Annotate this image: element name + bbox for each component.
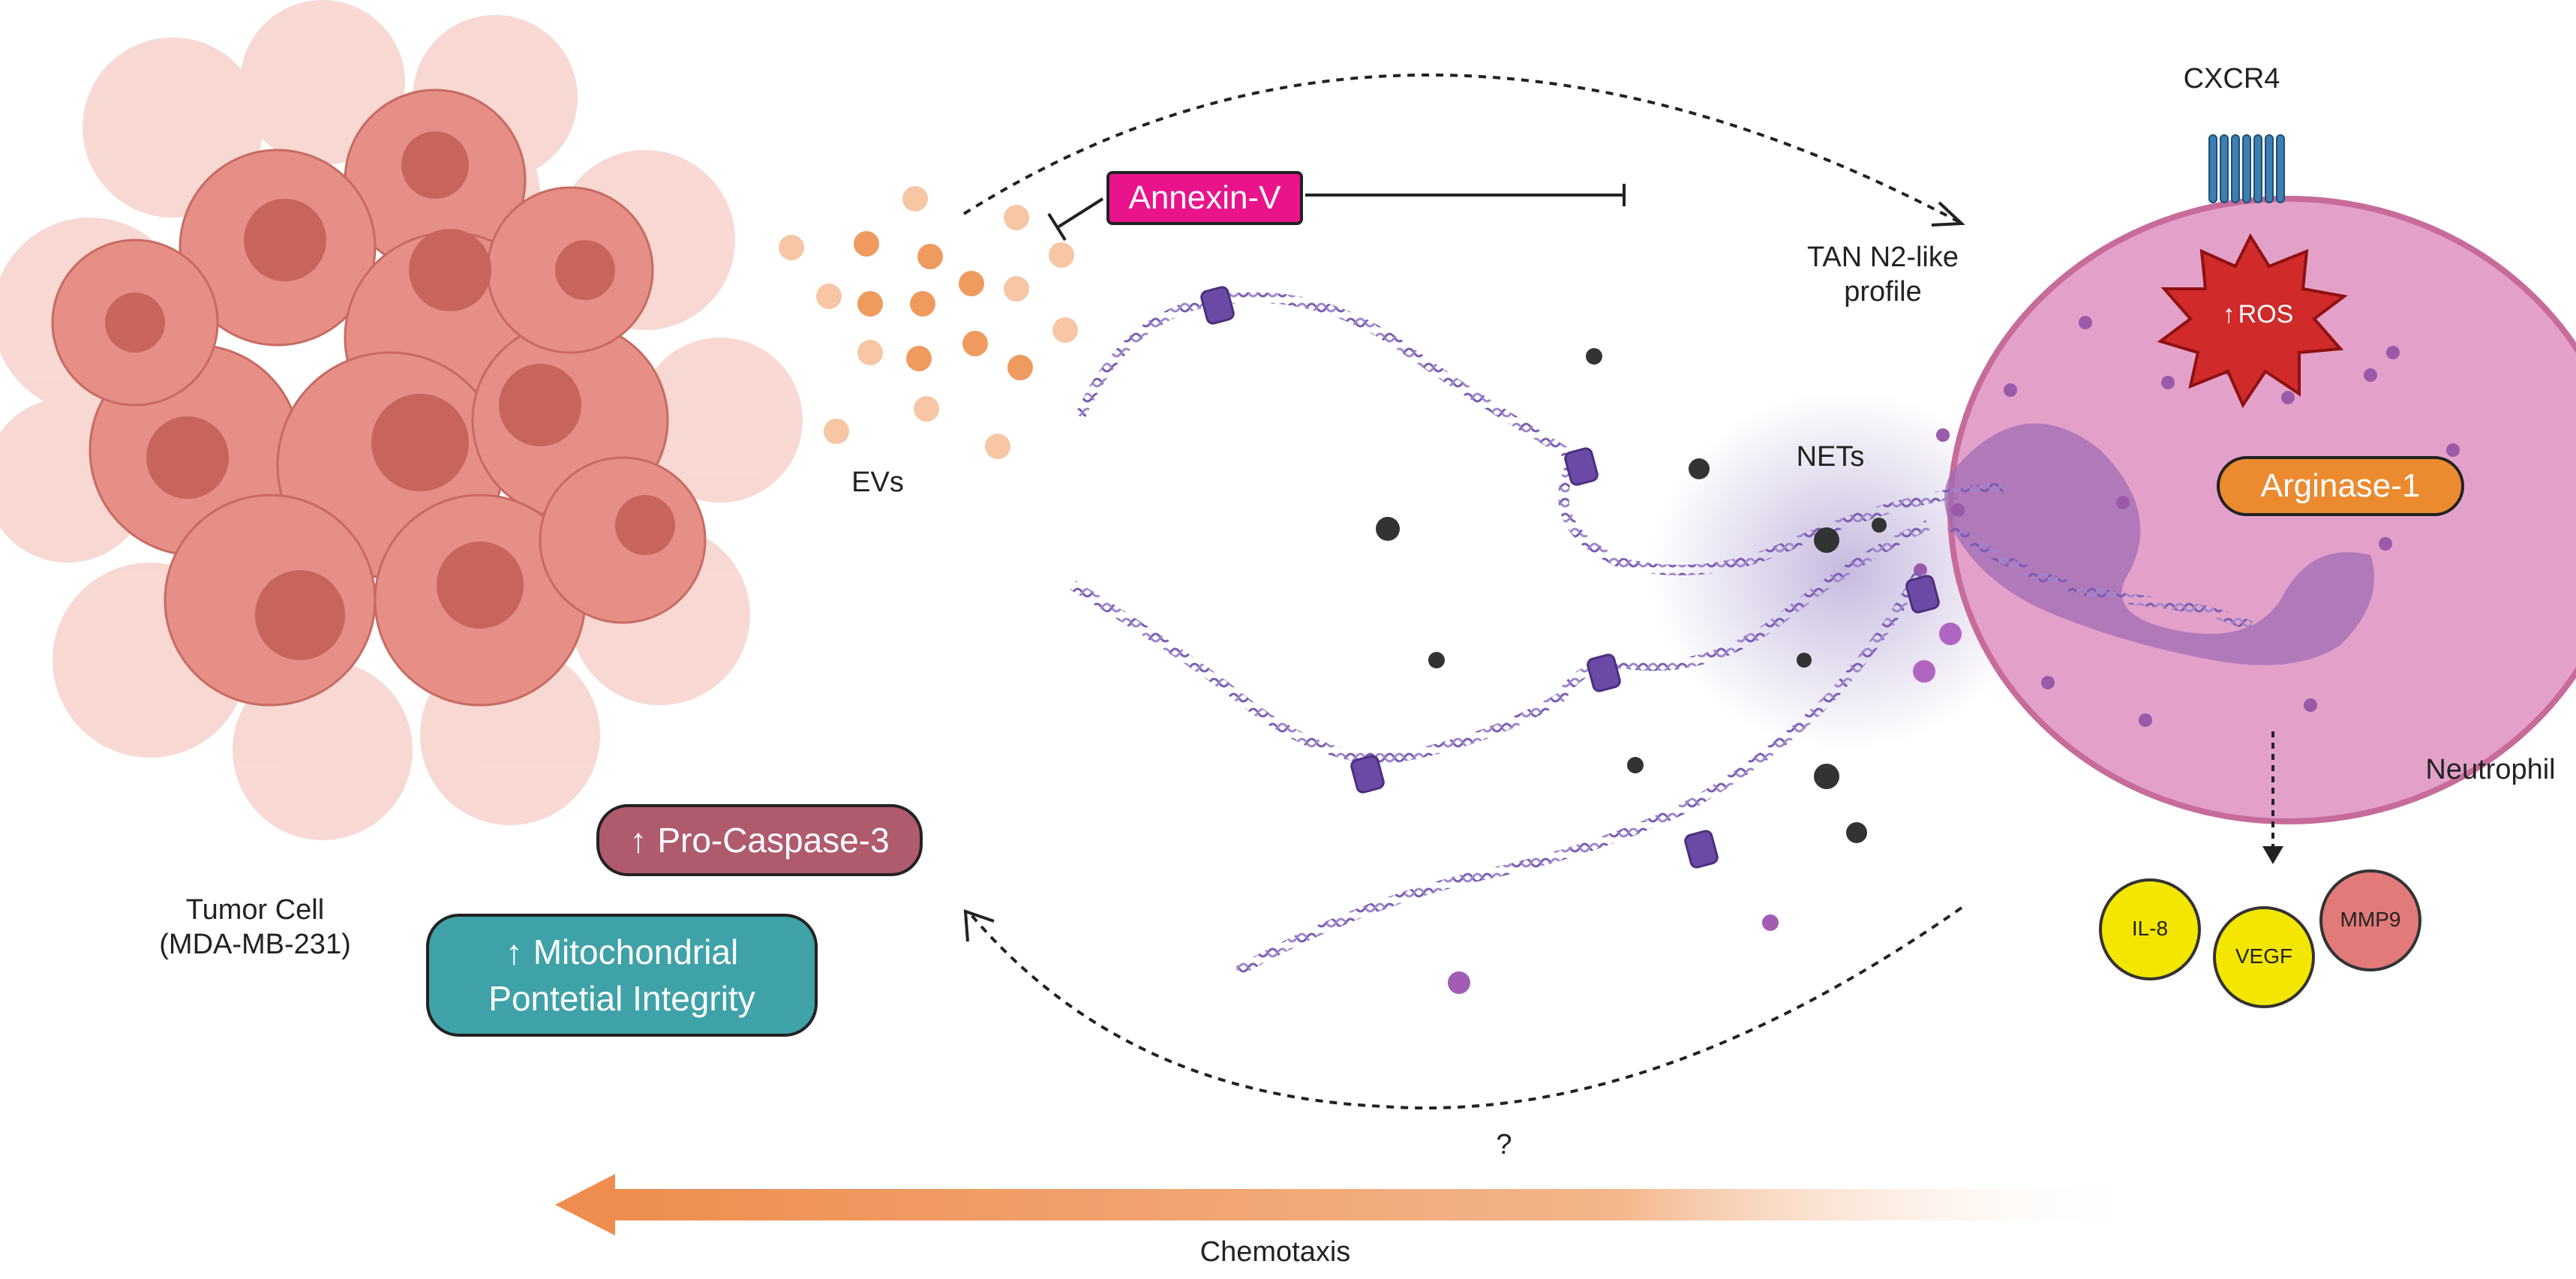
arginase-label: Arginase-1: [2260, 467, 2421, 504]
mmp9-circle: [2319, 869, 2421, 971]
chemotaxis-arrow-icon: [555, 1174, 615, 1235]
mitochondrial-badge: ↑ Mitochondrial Pontetial Integrity: [426, 914, 818, 1037]
dna-strand-4: [1947, 521, 2253, 632]
arginase-badge: Arginase-1: [2217, 456, 2464, 516]
pro-caspase-badge: ↑ Pro-Caspase-3: [596, 804, 923, 876]
tumor-cell-label-line2: (MDA-MB-231): [159, 929, 351, 960]
chemotaxis-label: Chemotaxis: [1199, 1236, 1351, 1268]
net-granules: [1448, 914, 1779, 994]
top-dashed-arrowhead: [1931, 201, 1965, 227]
pro-caspase-up-arrow: ↑: [629, 821, 647, 860]
annexin-v-badge: Annexin-V: [1106, 171, 1303, 225]
il8-label: IL-8: [2131, 917, 2169, 940]
bottom-dashed-arrow: [970, 906, 1963, 1109]
extracellular-vesicle-icon: [779, 186, 1078, 459]
mitochondrial-up-arrow: ↑: [505, 932, 523, 971]
nets-label: NETs: [1796, 441, 1865, 473]
cxcr4-receptor-icon: [2208, 134, 2285, 203]
ros-burst-icon: [2157, 233, 2348, 409]
ros-text: ROS: [2238, 300, 2294, 329]
evs-label: EVs: [851, 467, 904, 498]
tumor-cell-label-line1: Tumor Cell: [185, 894, 325, 926]
dna-strand-3: [1235, 567, 1926, 977]
mitochondrial-text-1: Mitochondrial: [533, 932, 739, 971]
nucleosomes: [1200, 286, 1940, 869]
mitochondrial-line1: ↑ Mitochondrial: [506, 929, 739, 975]
net-particles: [1376, 348, 1887, 843]
tan-profile-label: TAN N2-like profile: [1785, 240, 1980, 309]
mitochondrial-line2: Pontetial Integrity: [488, 979, 755, 1018]
pro-caspase-label: Pro-Caspase-3: [657, 821, 890, 860]
inhibition-icon: [1047, 184, 1626, 242]
neutrophil-label: Neutrophil: [2425, 754, 2556, 785]
ros-up-arrow: ↑: [2222, 300, 2235, 329]
mmp9-label: MMP9: [2340, 908, 2401, 931]
vegf-label: VEGF: [2235, 944, 2293, 968]
tumor-cell-cluster-icon: [0, 0, 803, 840]
secretion-arrowhead: [2262, 846, 2283, 864]
dna-strand-2: [1070, 520, 1930, 764]
tan-profile-line1: TAN N2-like: [1807, 242, 1959, 273]
il8-circle: [2099, 878, 2201, 980]
tumor-nuclei: [105, 131, 675, 660]
annexin-v-label: Annexin-V: [1128, 179, 1281, 216]
question-mark-label: ?: [1496, 1129, 1512, 1160]
ros-label: ↑ROS: [2209, 300, 2307, 329]
bottom-dashed-arrowhead: [963, 909, 995, 942]
tumor-cell-label: Tumor Cell (MDA-MB-231): [113, 893, 398, 962]
neutrophil-nucleus: [1944, 423, 2374, 665]
cxcr4-label: CXCR4: [2183, 63, 2280, 95]
vegf-circle: [2213, 906, 2315, 1008]
chemotaxis-arrow-shaft: [608, 1189, 2153, 1220]
tan-profile-line2: profile: [1844, 276, 1922, 308]
